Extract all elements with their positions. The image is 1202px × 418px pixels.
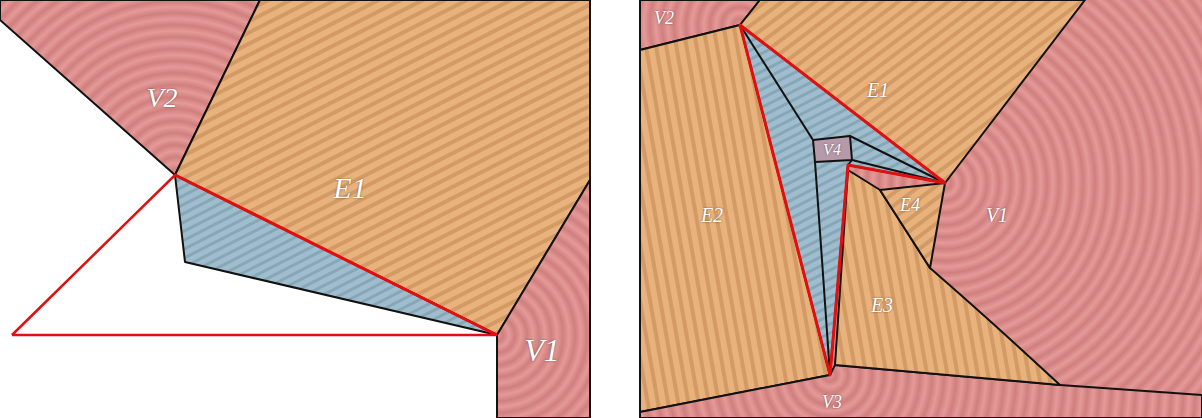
region-label: V4 [823, 142, 841, 158]
region-label: E2 [701, 205, 723, 225]
region-label: V1 [524, 334, 560, 366]
region-label: V2 [146, 84, 177, 112]
region-label: V1 [986, 205, 1008, 225]
region-label: V3 [822, 393, 842, 411]
region-label: E3 [871, 295, 893, 315]
region-label: V2 [654, 9, 674, 27]
region-label: E4 [900, 196, 920, 214]
region-label: E1 [333, 173, 366, 203]
region-label: E1 [867, 80, 889, 100]
